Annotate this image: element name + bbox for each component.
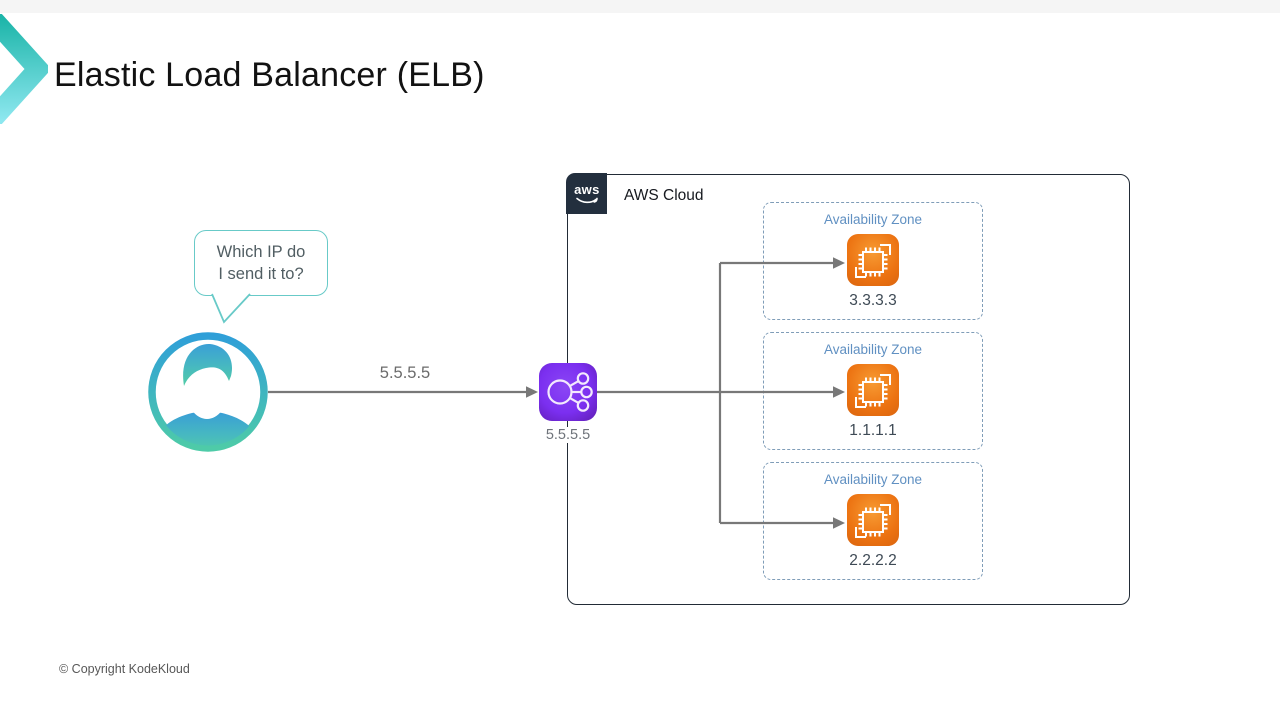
aws-logo-text: aws — [574, 181, 600, 197]
top-strip — [0, 0, 1280, 13]
request-ip-label: 5.5.5.5 — [379, 364, 431, 382]
availability-zone-label: Availability Zone — [823, 212, 923, 227]
availability-zone-box-3: Availability Zone 2.2.2.2 — [763, 462, 983, 580]
availability-zone-box-1: Availability Zone 3.3.3.3 — [763, 202, 983, 320]
copyright-text: © Copyright KodeKloud — [59, 662, 190, 676]
user-avatar — [148, 332, 268, 452]
speech-bubble-line2: I send it to? — [218, 265, 304, 283]
aws-cloud-box: aws AWS Cloud Availability Zone 3.3.3.3 — [566, 173, 1130, 605]
arrowhead — [526, 386, 538, 398]
avatar-face — [186, 361, 228, 419]
speech-bubble-line1: Which IP do — [216, 243, 306, 261]
instance-ip: 1.1.1.1 — [849, 422, 897, 439]
ec2-instances-icon — [847, 234, 899, 286]
speech-bubble-tail — [211, 293, 251, 324]
availability-zone-label: Availability Zone — [823, 472, 923, 487]
ec2-instances-icon — [847, 364, 899, 416]
availability-zone-label: Availability Zone — [823, 342, 923, 357]
aws-cloud-label: AWS Cloud — [624, 187, 704, 204]
aws-logo-icon: aws — [566, 173, 608, 215]
instance-ip: 2.2.2.2 — [849, 552, 897, 569]
instance-ip: 3.3.3.3 — [849, 292, 897, 309]
elb-ip-label: 5.5.5.5 — [532, 427, 604, 443]
speech-bubble: Which IP do I send it to? — [194, 230, 328, 296]
page-title: Elastic Load Balancer (ELB) — [54, 56, 485, 94]
elastic-load-balancer-icon — [539, 363, 597, 421]
ec2-instances-icon — [847, 494, 899, 546]
avatar-hair — [183, 343, 233, 386]
aws-smile-icon — [576, 197, 598, 204]
availability-zone-box-2: Availability Zone 1.1.1.1 — [763, 332, 983, 450]
kodekloud-chevron-icon — [0, 14, 48, 124]
